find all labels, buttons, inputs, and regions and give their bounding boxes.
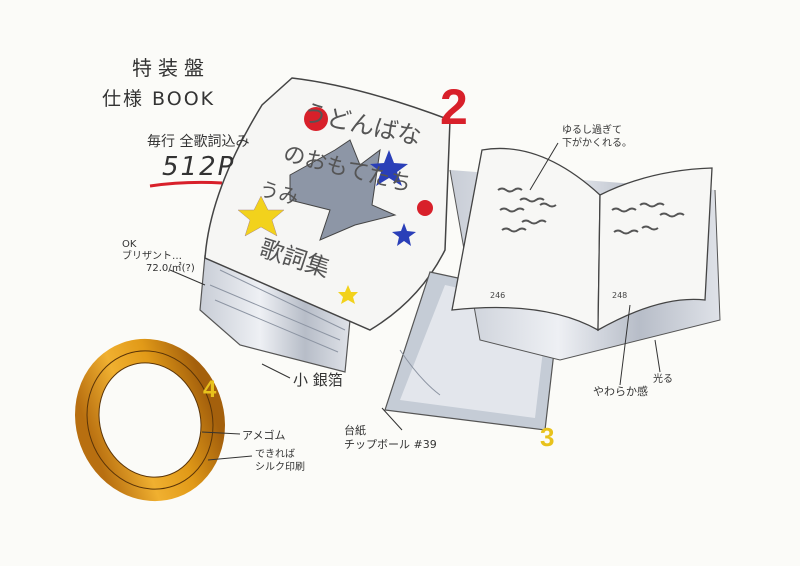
spec-label: 仕様 BOOK (102, 88, 216, 110)
star-blue (392, 223, 416, 246)
elastic-label: アメゴム (242, 429, 286, 442)
loose-note: ゆるし過ぎて 下がかくれる。 (562, 124, 632, 150)
page-count: 512P (162, 152, 236, 182)
paper-note-line2: ブリザント… (122, 251, 182, 262)
pages-underline (149, 180, 223, 188)
right-page (597, 167, 713, 332)
star-yellow (338, 285, 358, 304)
title-label: 特装盤 (132, 56, 210, 80)
apple-red (417, 200, 433, 216)
page-number-right: 248 (612, 291, 627, 300)
book-side (199, 254, 351, 373)
print-note: できれば シルク印刷 (255, 448, 305, 474)
base-note: 台紙 チップボール #39 (344, 424, 437, 452)
page-number-left: 246 (490, 291, 505, 300)
paper-note: OK ブリザント… 72.0/㎡(?) (122, 239, 195, 275)
marker-2: 2 (440, 79, 468, 135)
soft-feel-label: やわらか感 (593, 385, 648, 398)
all-songs-label: 毎行 全歌詞込み (147, 134, 250, 150)
print-note-line2: シルク印刷 (255, 462, 305, 473)
paper-note-line3: 72.0/㎡(?) (146, 263, 195, 274)
apple-red (304, 107, 328, 131)
marker-3: 3 (540, 422, 555, 452)
star-yellow (237, 195, 285, 237)
bat-graphic (289, 139, 397, 241)
marker-4: 4 (203, 376, 217, 403)
open-book: 246 248 (449, 147, 721, 361)
base-note-line1: 台紙 (344, 424, 366, 437)
shine-label: 光る (653, 374, 673, 385)
loose-note-line1: ゆるし過ぎて (562, 125, 622, 136)
print-note-line1: できれば (255, 449, 295, 460)
base-note-line2: チップボール #39 (344, 438, 437, 451)
cover-book: うどんばな のおもてたち うみ 歌詞集 (199, 77, 451, 373)
elastic-band (75, 338, 225, 502)
paper-note-line1: OK (122, 239, 137, 250)
small-foil-label: 小 銀箔 (293, 371, 343, 389)
star-blue (370, 150, 408, 186)
loose-note-line2: 下がかくれる。 (562, 138, 632, 149)
